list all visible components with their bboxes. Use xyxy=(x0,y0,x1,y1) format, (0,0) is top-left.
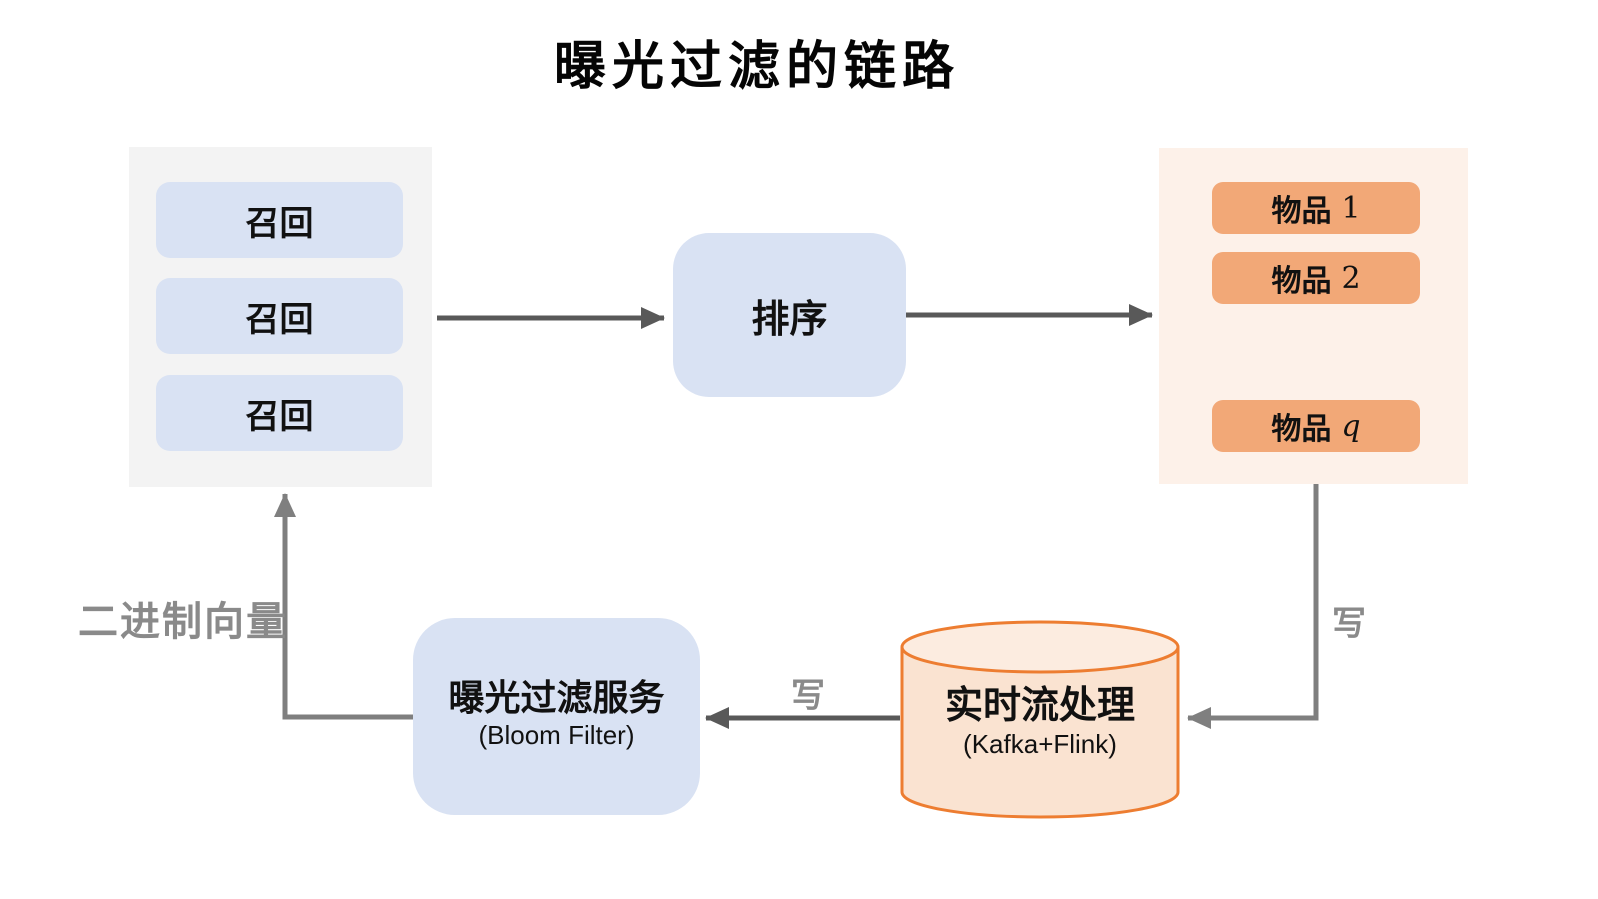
recall-node-label: 召回 xyxy=(245,204,314,243)
item-node-label: 物品 xyxy=(1271,265,1332,298)
item-node-q: 物品 q xyxy=(1212,400,1420,452)
edge-label-binary-vector: 二进制向量 xyxy=(78,600,288,644)
item-node-index: q xyxy=(1341,408,1361,444)
item-node-label: 物品 xyxy=(1271,413,1332,446)
item-node-1: 物品 1 xyxy=(1212,182,1420,234)
item-node-2: 物品 2 xyxy=(1212,252,1420,304)
exposure-filter-service-title: 曝光过滤服务 xyxy=(448,676,665,718)
diagram-title: 曝光过滤的链路 xyxy=(553,36,961,97)
recall-node-1: 召回 xyxy=(156,182,403,258)
stream-db-node: 实时流处理 (Kafka+Flink) xyxy=(902,672,1178,772)
arrow-items-to-stream xyxy=(1187,484,1319,729)
item-node-index: 2 xyxy=(1341,260,1361,296)
recall-node-2: 召回 xyxy=(156,278,403,354)
edge-label-write-to-stream: 写 xyxy=(1332,605,1366,643)
ranking-node-label: 排序 xyxy=(751,298,828,341)
stream-db-subtitle: (Kafka+Flink) xyxy=(963,729,1117,760)
item-node-index: 1 xyxy=(1341,190,1361,226)
arrow-filter-to-recall xyxy=(274,493,413,720)
exposure-filter-service-node: 曝光过滤服务 (Bloom Filter) xyxy=(413,618,700,815)
recall-node-label: 召回 xyxy=(245,300,314,339)
item-node-label: 物品 xyxy=(1271,195,1332,228)
edge-label-write-to-filter: 写 xyxy=(791,677,825,715)
recall-node-3: 召回 xyxy=(156,375,403,451)
exposure-filter-service-subtitle: (Bloom Filter) xyxy=(478,719,635,750)
recall-node-label: 召回 xyxy=(245,397,314,436)
stream-db-title: 实时流处理 xyxy=(944,684,1135,727)
ranking-node: 排序 xyxy=(673,233,906,397)
